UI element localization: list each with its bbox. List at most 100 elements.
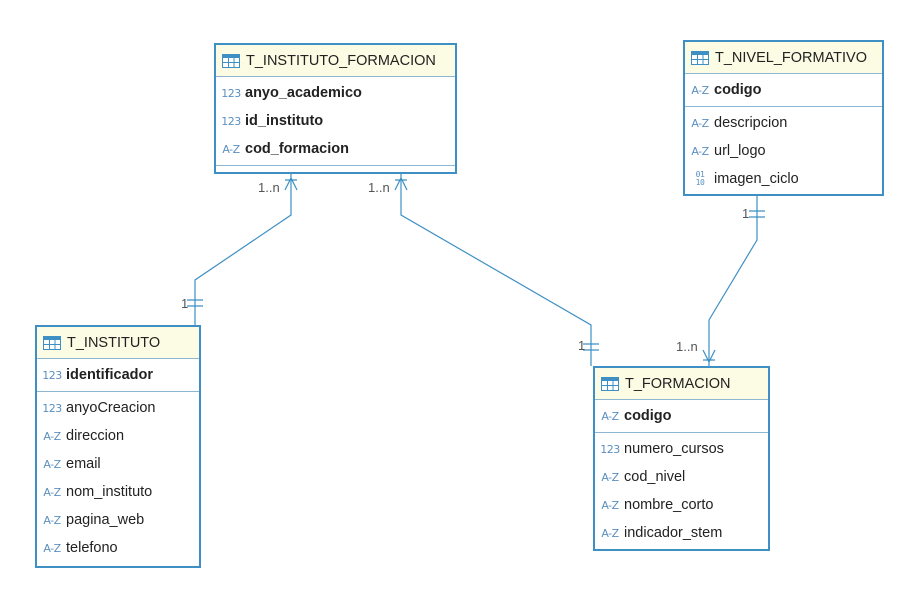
- text-type-icon: A-Z: [601, 470, 619, 484]
- table-icon: [691, 50, 709, 65]
- numeric-type-icon: 123: [42, 401, 62, 415]
- text-type-icon: A-Z: [43, 513, 61, 527]
- text-type-icon: A-Z: [43, 541, 61, 555]
- relation-line-nivel: [708, 196, 758, 366]
- divider: [216, 165, 455, 166]
- column-name: pagina_web: [66, 512, 145, 528]
- binary-type-icon: 01 10: [695, 170, 705, 187]
- column-row[interactable]: A-Z nom_instituto: [37, 478, 199, 506]
- numeric-type-icon: 123: [42, 368, 62, 382]
- column-name: anyoCreacion: [66, 400, 156, 416]
- column-row[interactable]: A-Z direccion: [37, 422, 199, 450]
- column-name: imagen_ciclo: [714, 171, 799, 187]
- cardinality-label: 1..n: [368, 180, 390, 195]
- column-row[interactable]: A-Z email: [37, 450, 199, 478]
- relation-line-instituto: [194, 174, 292, 325]
- numeric-type-icon: 123: [221, 114, 241, 128]
- column-row[interactable]: 123 numero_cursos: [595, 435, 768, 463]
- column-name: numero_cursos: [624, 441, 724, 457]
- table-name: T_FORMACION: [625, 375, 731, 392]
- text-type-icon: A-Z: [43, 485, 61, 499]
- column-row[interactable]: A-Z url_logo: [685, 137, 882, 165]
- primary-key-section: 123 identificador: [37, 359, 199, 391]
- column-name: descripcion: [714, 115, 788, 131]
- entity-instituto[interactable]: T_INSTITUTO 123 identificador 123 anyoCreaci…: [35, 325, 201, 568]
- column-row[interactable]: A-Z telefono: [37, 534, 199, 562]
- table-name: T_NIVEL_FORMATIVO: [715, 49, 868, 66]
- table-name: T_INSTITUTO_FORMACION: [246, 52, 436, 69]
- cardinality-label: 1..n: [258, 180, 280, 195]
- text-type-icon: A-Z: [601, 498, 619, 512]
- primary-key-column[interactable]: 123 id_instituto: [216, 107, 455, 135]
- numeric-type-icon: 123: [221, 86, 241, 100]
- cardinality-label: 1: [742, 206, 750, 221]
- column-row[interactable]: A-Z descripcion: [685, 109, 882, 137]
- table-icon: [222, 53, 240, 68]
- column-name: codigo: [714, 82, 762, 98]
- primary-key-column[interactable]: 123 anyo_academico: [216, 79, 455, 107]
- column-name: cod_nivel: [624, 469, 686, 485]
- primary-key-column[interactable]: A-Z cod_formacion: [216, 135, 455, 163]
- text-type-icon: A-Z: [691, 83, 709, 97]
- text-type-icon: A-Z: [222, 142, 240, 156]
- divider: [685, 106, 882, 107]
- column-name: email: [66, 456, 101, 472]
- numeric-type-icon: 123: [600, 442, 620, 456]
- entity-header[interactable]: T_INSTITUTO_FORMACION: [216, 45, 455, 77]
- column-name: url_logo: [714, 143, 766, 159]
- cardinality-label: 1..n: [676, 339, 698, 354]
- column-name: cod_formacion: [245, 141, 349, 157]
- divider: [37, 391, 199, 392]
- column-name: indicador_stem: [624, 525, 723, 541]
- text-type-icon: A-Z: [43, 457, 61, 471]
- primary-key-section: A-Z codigo: [685, 74, 882, 106]
- column-row[interactable]: A-Z cod_nivel: [595, 463, 768, 491]
- column-row[interactable]: 01 10 imagen_ciclo: [685, 165, 882, 193]
- column-name: identificador: [66, 367, 154, 383]
- divider: [595, 432, 768, 433]
- column-name: codigo: [624, 408, 672, 424]
- table-name: T_INSTITUTO: [67, 334, 161, 351]
- cardinality-label: 1: [578, 338, 586, 353]
- text-type-icon: A-Z: [43, 429, 61, 443]
- cardinality-label: 1: [181, 296, 189, 311]
- column-name: nom_instituto: [66, 484, 153, 500]
- crowfoot-icon: [702, 349, 716, 364]
- column-name: id_instituto: [245, 113, 324, 129]
- one-marker-icon: [749, 210, 765, 218]
- table-icon: [43, 335, 61, 350]
- primary-key-column[interactable]: 123 identificador: [37, 361, 199, 389]
- entity-header[interactable]: T_FORMACION: [595, 368, 768, 400]
- text-type-icon: A-Z: [691, 116, 709, 130]
- crowfoot-icon: [284, 176, 298, 191]
- entity-header[interactable]: T_NIVEL_FORMATIVO: [685, 42, 882, 74]
- primary-key-section: A-Z codigo: [595, 400, 768, 432]
- one-marker-icon: [583, 343, 599, 351]
- primary-key-column[interactable]: A-Z codigo: [595, 402, 768, 430]
- column-name: telefono: [66, 540, 118, 556]
- table-icon: [601, 376, 619, 391]
- entity-header[interactable]: T_INSTITUTO: [37, 327, 199, 359]
- column-name: nombre_corto: [624, 497, 714, 513]
- column-row[interactable]: A-Z nombre_corto: [595, 491, 768, 519]
- text-type-icon: A-Z: [691, 144, 709, 158]
- one-marker-icon: [187, 299, 203, 307]
- text-type-icon: A-Z: [601, 409, 619, 423]
- column-name: anyo_academico: [245, 85, 362, 101]
- column-row[interactable]: 123 anyoCreacion: [37, 394, 199, 422]
- crowfoot-icon: [394, 176, 408, 191]
- primary-key-column[interactable]: A-Z codigo: [685, 76, 882, 104]
- column-name: direccion: [66, 428, 125, 444]
- column-row[interactable]: A-Z pagina_web: [37, 506, 199, 534]
- text-type-icon: A-Z: [601, 526, 619, 540]
- column-row[interactable]: A-Z indicador_stem: [595, 519, 768, 547]
- relation-line-formacion: [400, 174, 592, 366]
